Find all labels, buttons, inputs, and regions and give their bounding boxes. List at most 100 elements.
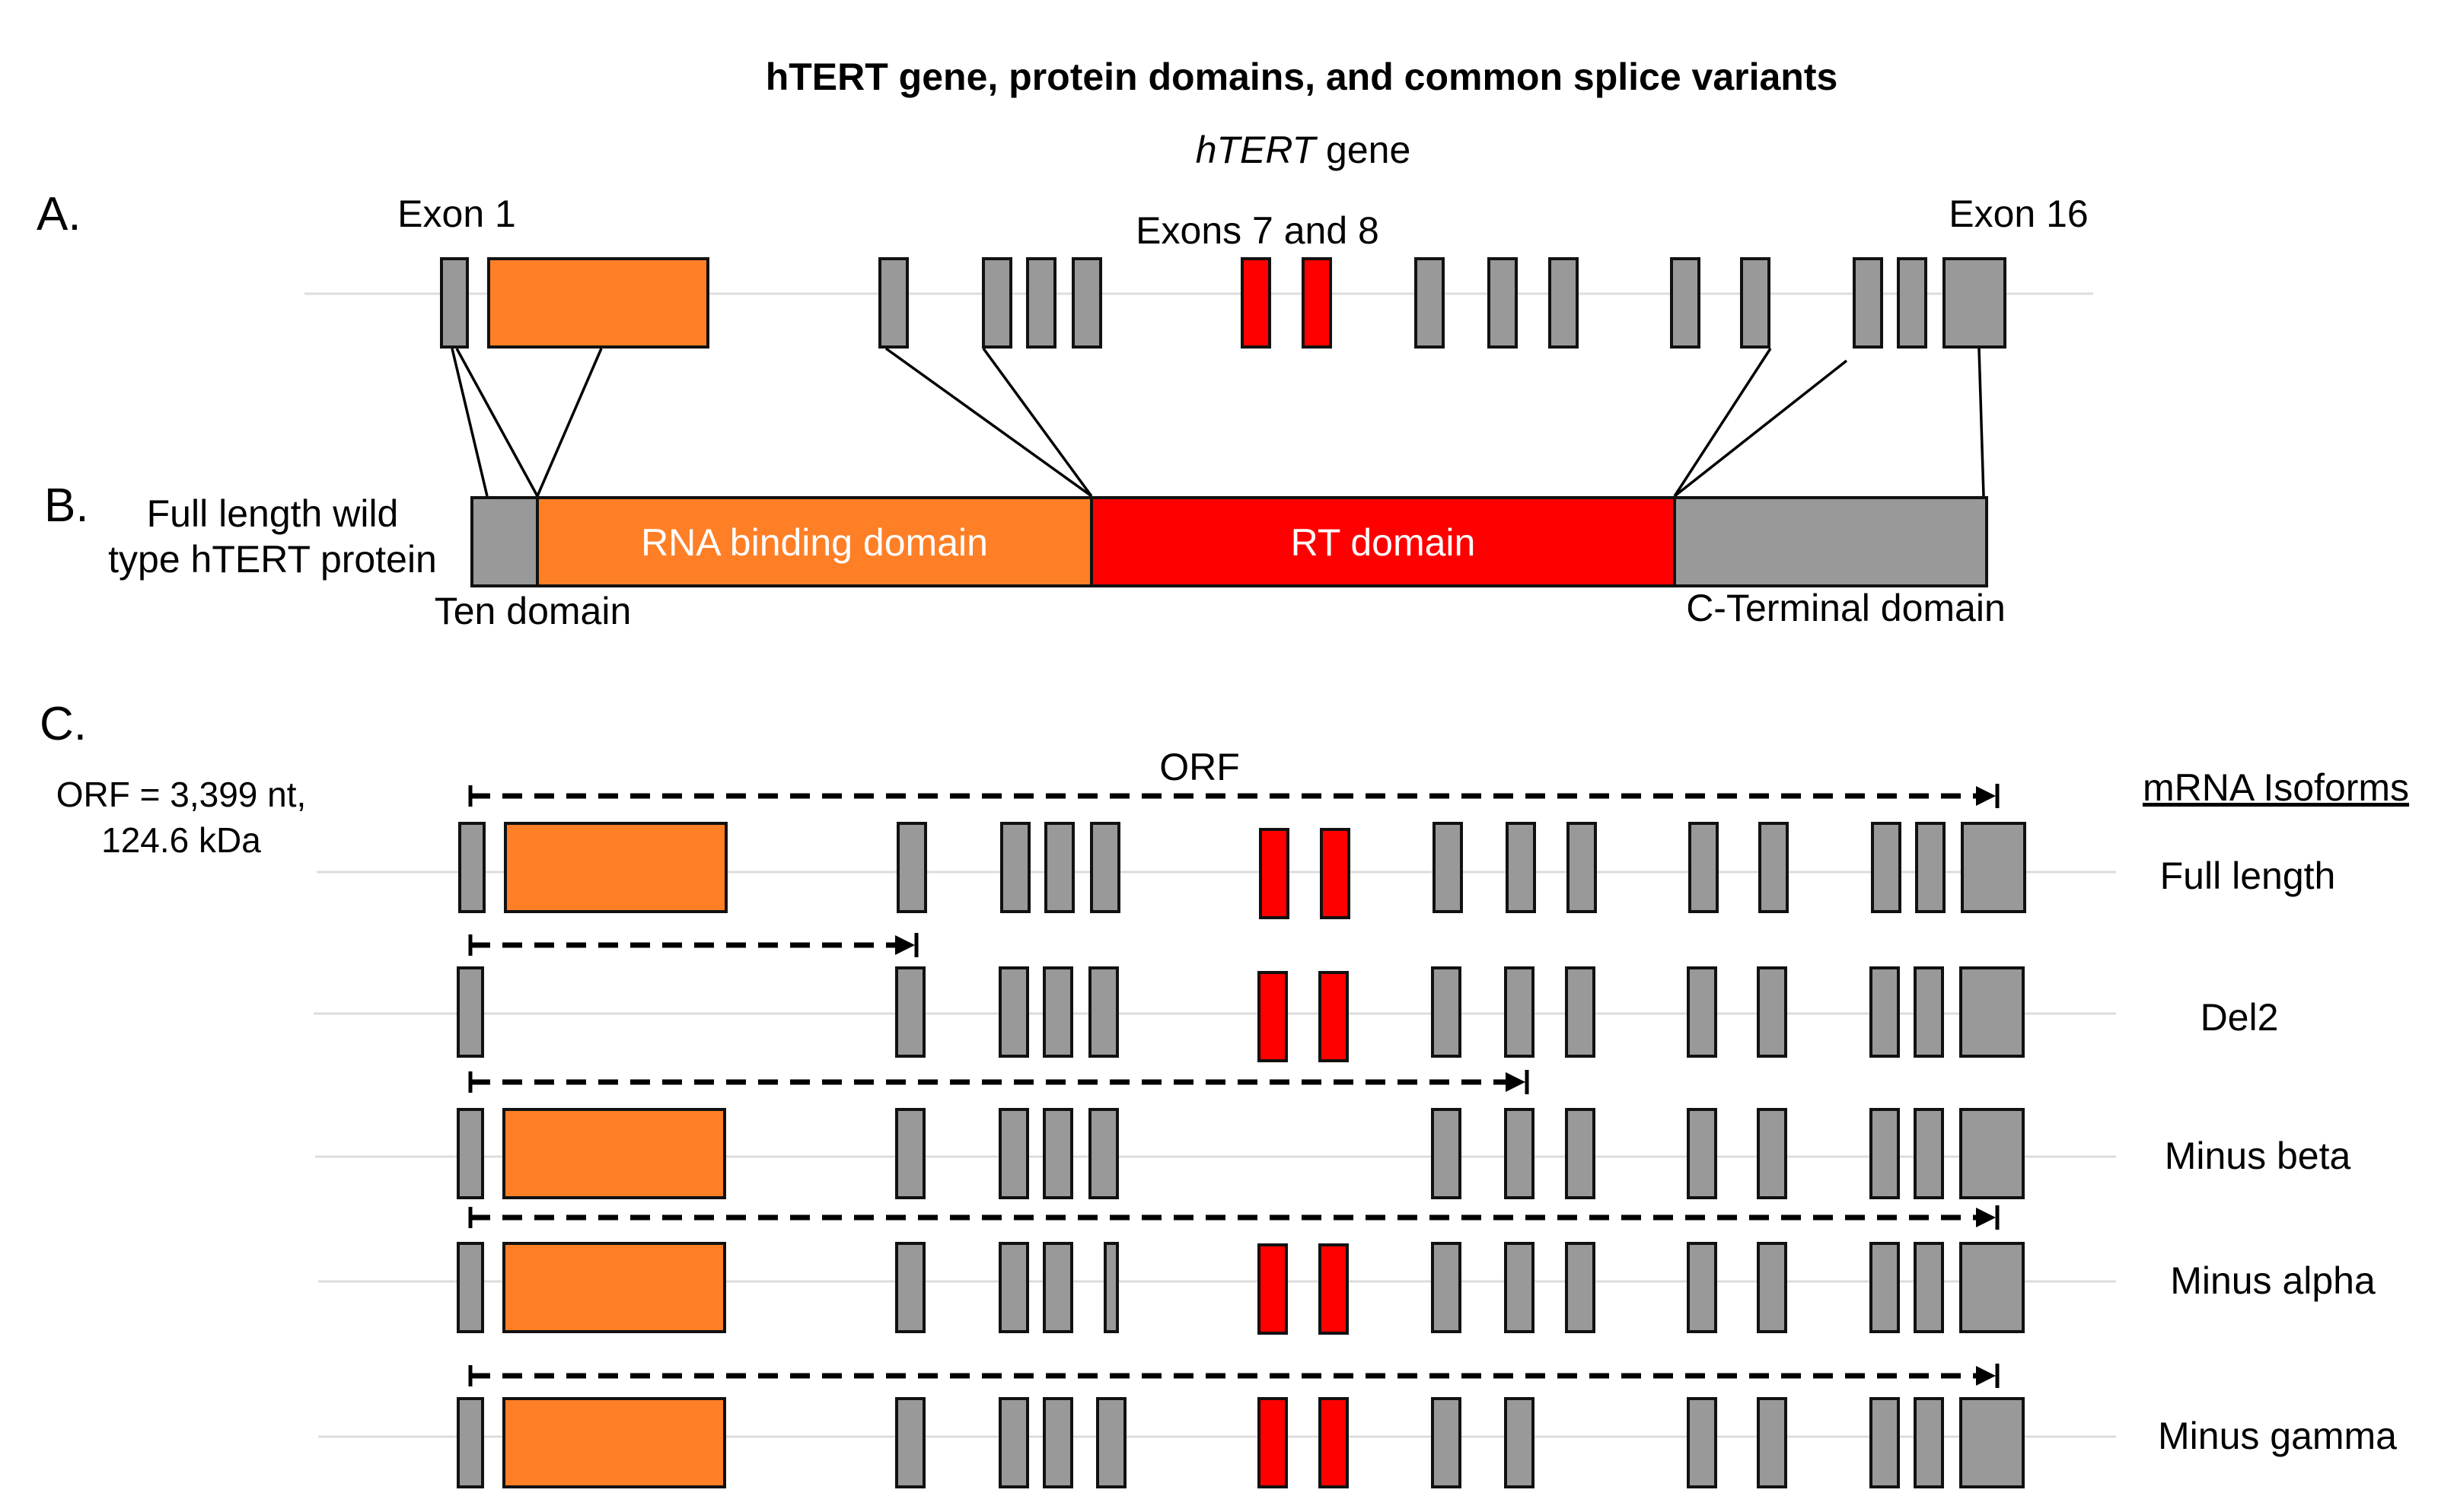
isoform-exon xyxy=(1757,1397,1787,1488)
isoform-label: Full length xyxy=(2160,855,2336,897)
gene-exon-9 xyxy=(1414,257,1445,349)
isoform-exon xyxy=(1869,1108,1900,1199)
ten-domain-bar xyxy=(470,496,539,587)
connector-line xyxy=(1673,359,1848,498)
isoform-exon xyxy=(1043,1108,1073,1199)
orf-note-line2: 124.6 kDa xyxy=(101,820,261,860)
isoform-exon xyxy=(1687,1242,1717,1333)
isoform-exon xyxy=(1257,1243,1288,1335)
isoforms-header: mRNA Isoforms xyxy=(2143,766,2409,809)
gene-exons xyxy=(440,257,2006,349)
isoform-exon xyxy=(1914,1242,1944,1333)
isoform-exon xyxy=(1257,971,1288,1062)
connector-line xyxy=(536,348,603,497)
isoform-exon xyxy=(1757,1108,1787,1199)
isoform-exon xyxy=(999,1397,1029,1488)
orf-arrowhead xyxy=(1976,1366,1996,1386)
isoform-exon xyxy=(1088,1108,1119,1199)
orf-arrow-minus-gamma xyxy=(468,1364,2000,1388)
isoform-exon xyxy=(1318,1243,1349,1335)
gene-exon-8 xyxy=(1302,257,1332,349)
isoform-exon xyxy=(1043,1397,1073,1488)
gene-exon-3 xyxy=(878,257,909,349)
isoform-exon xyxy=(1914,1397,1944,1488)
panel-a-letter: A. xyxy=(37,188,81,240)
isoform-exon xyxy=(1504,966,1535,1058)
gene-exon-5 xyxy=(1026,257,1056,349)
isoform-exon xyxy=(1757,1242,1787,1333)
isoform-exon xyxy=(895,1242,926,1333)
gene-exon-10 xyxy=(1487,257,1518,349)
gene-exon-14 xyxy=(1853,257,1883,349)
panel-c-letter: C. xyxy=(40,698,87,750)
isoform-exon xyxy=(895,1397,926,1488)
exons78-label: Exons 7 and 8 xyxy=(1136,209,1379,252)
rt-domain-bar xyxy=(1090,496,1676,587)
isoform-exon xyxy=(1504,1242,1535,1333)
gene-exon-15 xyxy=(1897,257,1927,349)
isoform-exon xyxy=(1104,1242,1119,1333)
gene-label: hTERT gene xyxy=(1196,129,1411,171)
isoform-exon xyxy=(1043,966,1073,1058)
isoform-exon xyxy=(999,1242,1029,1333)
isoform-exon xyxy=(1959,1242,2025,1333)
isoform-exon xyxy=(1431,1397,1461,1488)
orf-arrow-minus-alpha xyxy=(468,1205,2000,1230)
rt-domain-label: RT domain xyxy=(1291,521,1476,564)
isoform-exon xyxy=(1506,822,1536,913)
rna-binding-domain-bar xyxy=(536,496,1093,587)
ten-domain-label: Ten domain xyxy=(435,590,632,632)
isoform-exon xyxy=(1259,828,1289,919)
isoform-exon xyxy=(895,1108,926,1199)
isoform-minus-alpha: Minus alpha xyxy=(318,1242,2376,1335)
orf-arrow-full xyxy=(468,784,2000,808)
isoform-exon xyxy=(457,1397,484,1488)
gene-exon-1 xyxy=(440,257,469,349)
connector-line xyxy=(455,348,539,497)
figure-title: hTERT gene, protein domains, and common … xyxy=(766,56,1838,98)
rna-binding-domain-label: RNA binding domain xyxy=(641,521,988,564)
gene-exon-13 xyxy=(1740,257,1770,349)
gene-exon-11 xyxy=(1548,257,1579,349)
isoform-exon xyxy=(1565,966,1595,1058)
isoform-exon xyxy=(1433,822,1463,913)
exon16-label: Exon 16 xyxy=(1949,193,2088,235)
isoform-exon xyxy=(502,1108,726,1199)
gene-exon-2 xyxy=(487,257,709,349)
isoform-exon xyxy=(999,966,1029,1058)
isoform-exon xyxy=(1044,822,1075,913)
protein-label-line1: Full length wild xyxy=(147,492,399,535)
isoform-exon xyxy=(502,1397,726,1488)
gene-exon-16 xyxy=(1942,257,2006,349)
isoform-exon xyxy=(1959,1397,2025,1488)
isoform-exon xyxy=(999,1108,1029,1199)
isoform-exon xyxy=(1961,822,2026,913)
orf-label: ORF xyxy=(1159,746,1240,788)
c-terminal-domain-bar xyxy=(1673,496,1988,587)
isoform-minus-gamma: Minus gamma xyxy=(318,1397,2397,1488)
isoform-exon xyxy=(457,1108,484,1199)
isoform-exon xyxy=(1687,1397,1717,1488)
connector-line xyxy=(1673,348,1772,497)
isoform-exon xyxy=(1090,822,1120,913)
isoform-label: Minus gamma xyxy=(2158,1415,2397,1457)
isoform-exon xyxy=(1000,822,1031,913)
isoform-exon xyxy=(1687,966,1717,1058)
connector-line xyxy=(451,348,489,497)
gene-exon-12 xyxy=(1670,257,1700,349)
isoform-exon xyxy=(1565,1108,1595,1199)
isoform-exon xyxy=(1869,1397,1900,1488)
gene-label-italic: hTERT xyxy=(1196,129,1318,171)
isoform-exon xyxy=(1959,966,2025,1058)
isoform-exon xyxy=(457,1242,484,1333)
isoform-exon xyxy=(1320,828,1350,919)
panel-b-letter: B. xyxy=(44,479,89,532)
gene-label-rest: gene xyxy=(1315,129,1410,171)
isoform-exon xyxy=(1318,971,1349,1062)
orf-arrowhead xyxy=(1976,1208,1996,1227)
isoform-exon xyxy=(1318,1397,1349,1488)
isoform-exon xyxy=(1431,966,1461,1058)
orf-arrowhead xyxy=(1506,1072,1525,1092)
gene-exon-6 xyxy=(1072,257,1102,349)
isoform-exon xyxy=(502,1242,726,1333)
